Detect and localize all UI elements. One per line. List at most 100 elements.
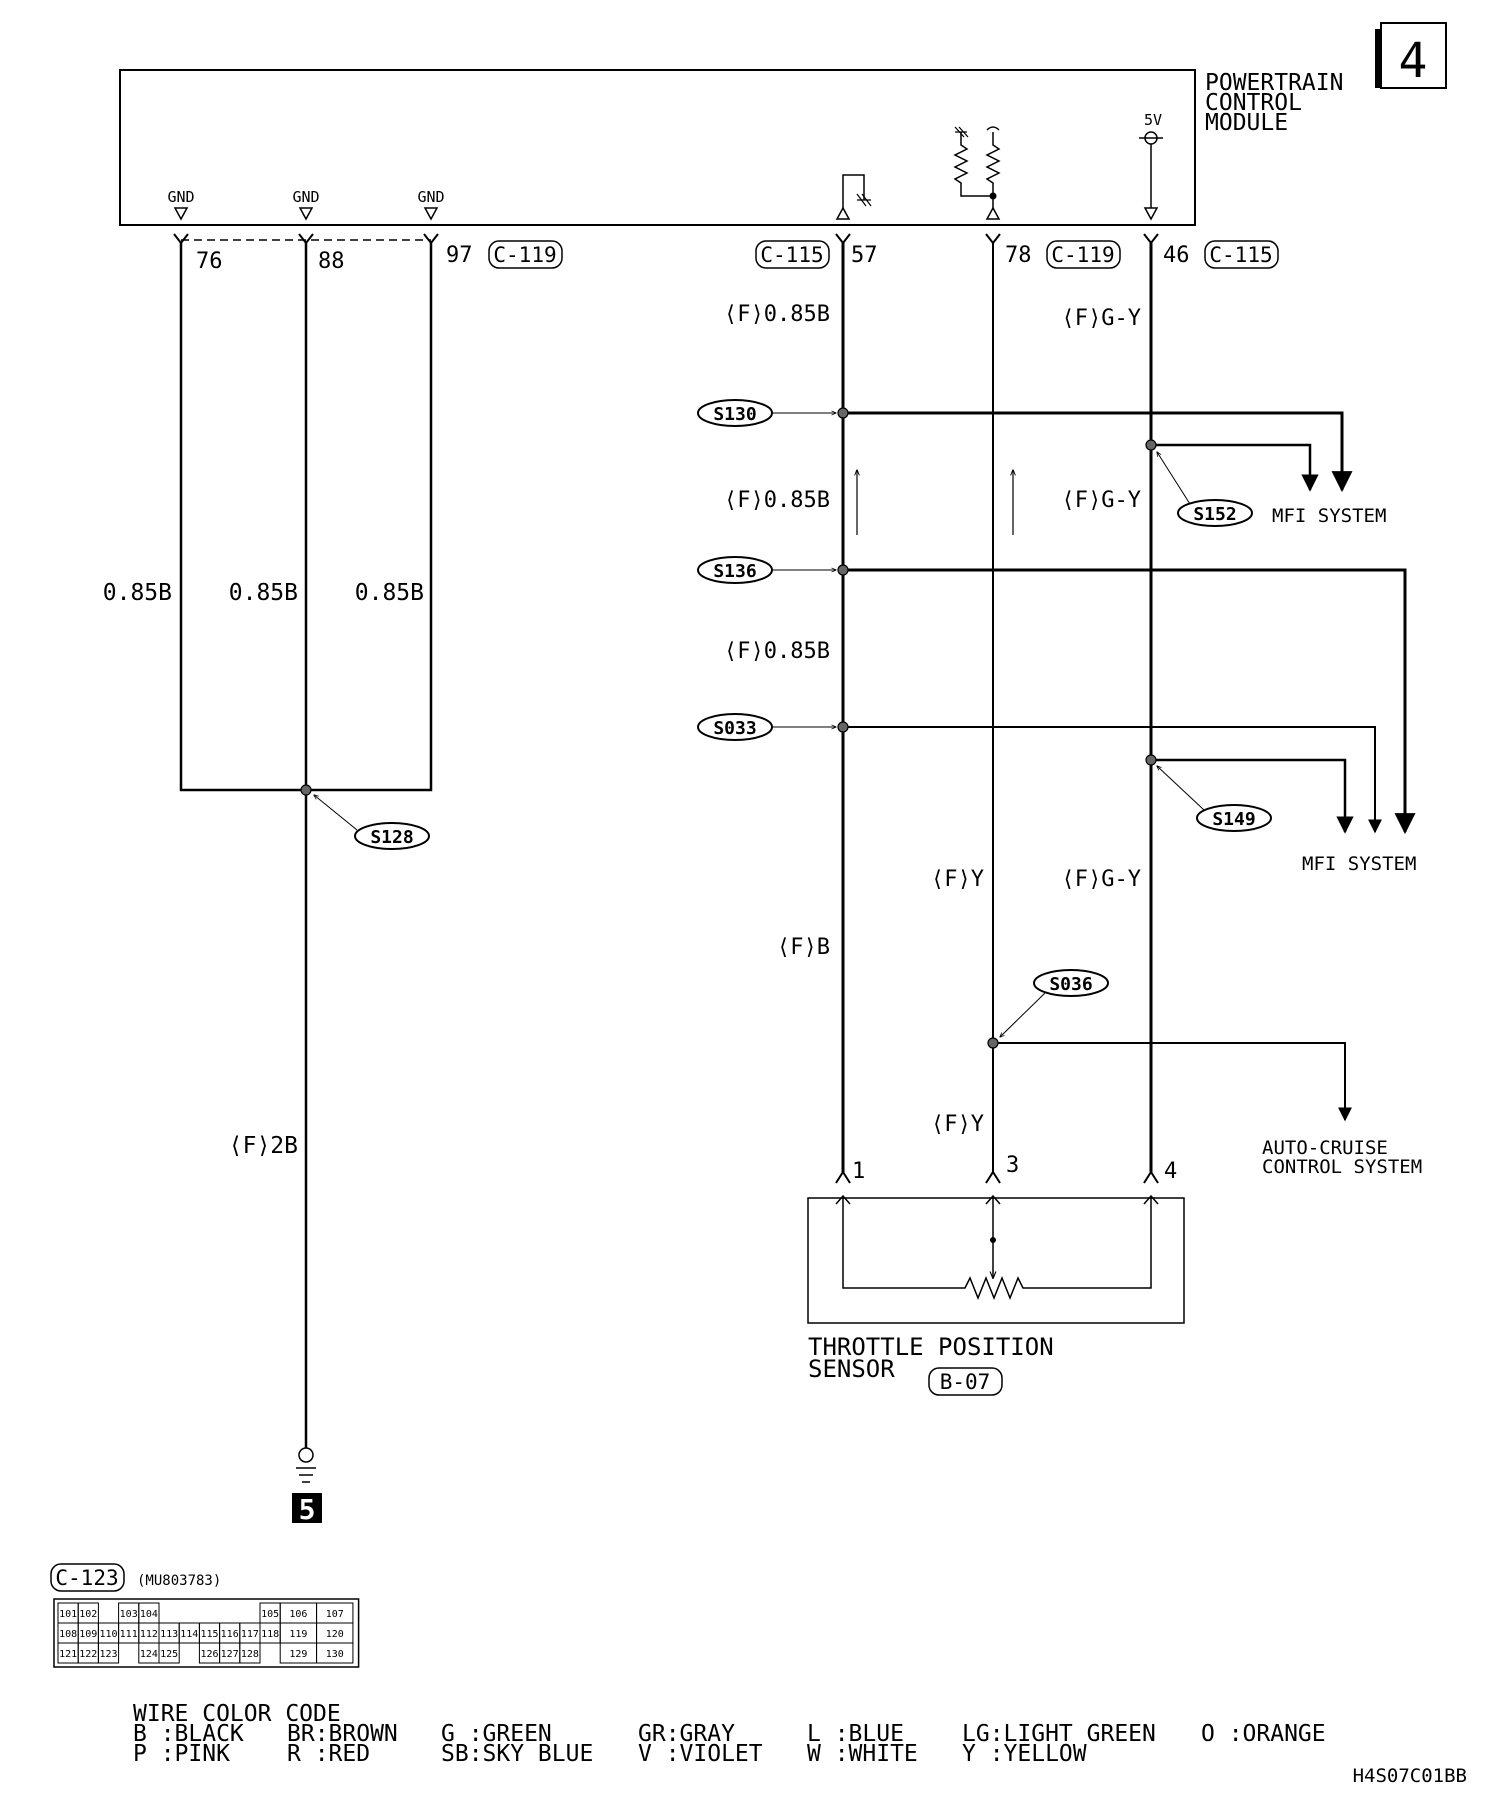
- legend-entry: B :BLACK: [133, 1721, 244, 1747]
- wire-s149-branch: [1151, 758, 1354, 834]
- connector-cavity-number: 108: [59, 1629, 77, 1640]
- wire-label-sig-gy1: ⟨F⟩G-Y: [1062, 306, 1141, 331]
- wire-label-gnd-b: 0.85B: [229, 580, 298, 606]
- connector-cavity-number: 111: [120, 1629, 138, 1640]
- connector-cavity: [220, 1603, 240, 1623]
- connector-cavity-number: 113: [160, 1629, 178, 1640]
- wire-label-sig-b2: ⟨F⟩0.85B: [724, 488, 830, 513]
- pin-46-5v-supply: 5V: [1139, 111, 1163, 221]
- connector-cavity: [199, 1603, 219, 1623]
- splice-s130: S130: [713, 404, 756, 425]
- pin-57: 57: [851, 243, 878, 268]
- pin-97: 97: [446, 243, 473, 268]
- system-mfi-1: MFI SYSTEM: [1272, 505, 1386, 527]
- connector-symbol-97: [423, 233, 439, 245]
- connector-cavity-number: 101: [59, 1609, 77, 1620]
- connector-symbol-57: [835, 233, 851, 245]
- wire-label-sig-b3: ⟨F⟩0.85B: [724, 639, 830, 664]
- sensor-internal-circuit: [842, 1196, 1152, 1301]
- wire-label-sig-b1: ⟨F⟩0.85B: [724, 302, 830, 327]
- connector-cavity-number: 105: [261, 1609, 279, 1620]
- wire-label-sig-b4: ⟨F⟩B: [777, 935, 830, 960]
- connector-symbol-78: [985, 233, 1001, 245]
- connector-cavity-number: 116: [221, 1629, 239, 1640]
- connector-cavity-number: 109: [79, 1629, 97, 1640]
- connector-cavity: [260, 1643, 280, 1663]
- legend-entry: L :BLUE: [807, 1721, 904, 1747]
- wire-label-gnd-main: ⟨F⟩2B: [229, 1133, 298, 1159]
- gnd-label-88: GND: [292, 188, 319, 206]
- connector-cavity-number: 126: [200, 1649, 218, 1660]
- module-gnd-76: GND: [167, 188, 195, 221]
- module-gnd-88: GND: [292, 188, 320, 221]
- wire-label-gnd-a: 0.85B: [103, 580, 172, 606]
- legend-title: WIRE COLOR CODE: [133, 1701, 341, 1727]
- wire-label-sig-y2: ⟨F⟩Y: [931, 1112, 984, 1137]
- connector-cavity-number: 123: [99, 1649, 117, 1660]
- pin-88: 88: [318, 249, 345, 274]
- connector-cavity-number: 114: [180, 1629, 198, 1640]
- connector-cavity-number: 115: [200, 1629, 218, 1640]
- connector-cavity: [158, 1642, 180, 1664]
- sensor-pin-3: 3: [1006, 1153, 1019, 1178]
- wire-label-sig-gy2: ⟨F⟩G-Y: [1062, 488, 1141, 513]
- pin-57-internal-ground: [835, 174, 872, 220]
- connector-cavity-number: 102: [79, 1609, 97, 1620]
- connector-cavity: [316, 1642, 354, 1664]
- gnd-label-97: GND: [417, 188, 444, 206]
- sensor-title-line-1: THROTTLE POSITION: [808, 1333, 1054, 1361]
- pin-78: 78: [1005, 243, 1032, 268]
- figure-code: H4S07C01BB: [1353, 1765, 1467, 1787]
- connector-cavity-number: 117: [241, 1629, 259, 1640]
- module-title-line-1: POWERTRAIN: [1205, 70, 1343, 96]
- connector-c115-right: C-115: [1209, 243, 1272, 267]
- connector-cavity-number: 122: [79, 1649, 97, 1660]
- connector-cavity-number: 119: [289, 1629, 307, 1640]
- connector-cavity-number: 110: [99, 1629, 117, 1640]
- legend-entry: O :ORANGE: [1201, 1721, 1326, 1747]
- splice-s136: S136: [713, 561, 756, 582]
- connector-cavity-number: 121: [59, 1649, 77, 1660]
- system-auto-cruise-line-1: AUTO-CRUISE: [1262, 1137, 1388, 1159]
- connector-cavity-number: 124: [140, 1649, 158, 1660]
- connector-cavity: [240, 1603, 260, 1623]
- sensor-pin-1: 1: [852, 1159, 865, 1184]
- connector-cavity-number: 130: [326, 1649, 344, 1660]
- powertrain-control-module-box: [119, 69, 1196, 226]
- connector-symbol-88: [298, 233, 314, 245]
- splice-s152: S152: [1193, 504, 1236, 525]
- wire-label-sig-gy3: ⟨F⟩G-Y: [1062, 867, 1141, 892]
- wire-s130-branch: [843, 411, 1353, 493]
- wire-label-sig-y1: ⟨F⟩Y: [931, 867, 984, 892]
- connector-cavity-number: 118: [261, 1629, 279, 1640]
- wire-label-gnd-c: 0.85B: [355, 580, 424, 606]
- legend-entry: W :WHITE: [807, 1741, 918, 1767]
- wire-s136-branch: [843, 568, 1416, 835]
- wire-s033-branch: [843, 726, 1382, 834]
- legend-entry: GR:GRAY: [638, 1721, 735, 1747]
- connector-c115-left: C-115: [760, 243, 823, 267]
- page-number: 4: [1399, 33, 1428, 89]
- module-gnd-97: GND: [417, 188, 445, 221]
- wire-s036-branch: [993, 1042, 1352, 1122]
- connector-cavity-number: 104: [140, 1609, 158, 1620]
- connector-c119-right: C-119: [1051, 243, 1114, 267]
- module-title-line-3: MODULE: [1205, 110, 1288, 136]
- splice-point-s128: [300, 784, 312, 796]
- connector-cavity: [98, 1603, 118, 1623]
- connector-cavity: [239, 1642, 261, 1664]
- splice-s033: S033: [713, 718, 756, 739]
- connector-cavity: [97, 1642, 120, 1664]
- connector-symbol-76: [173, 233, 189, 245]
- system-auto-cruise-line-2: CONTROL SYSTEM: [1262, 1156, 1422, 1178]
- connector-c123-part: (MU803783): [137, 1573, 221, 1589]
- connector-c123: C-123: [55, 1566, 118, 1590]
- throttle-position-sensor-box: [807, 1197, 1185, 1324]
- legend-entry: V :VIOLET: [638, 1741, 763, 1767]
- sensor-pin-4: 4: [1164, 1159, 1177, 1184]
- connector-cavity-number: 128: [241, 1649, 259, 1660]
- connector-cavity-number: 106: [289, 1609, 307, 1620]
